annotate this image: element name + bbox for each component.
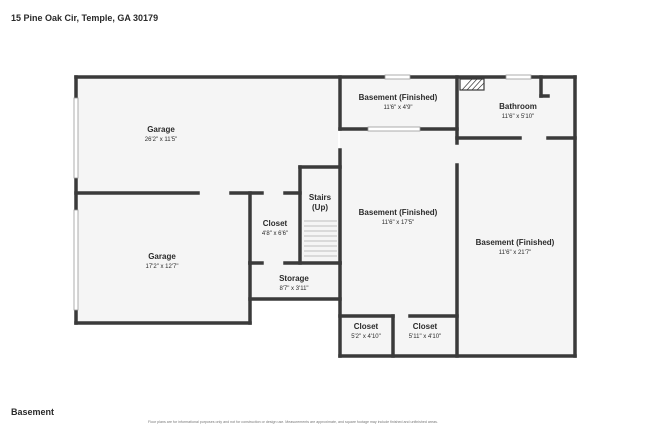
basement-top-name: Basement (Finished) [359, 93, 438, 102]
garage-top-name: Garage [147, 125, 175, 134]
floor-label: Basement [11, 407, 55, 417]
basement-mid-dims: 11'6" x 17'5" [382, 220, 414, 226]
garage-bottom-name: Garage [148, 252, 176, 261]
windows [73, 74, 532, 311]
room-labels: Garage 26'2" x 11'5" Garage 17'2" x 12'7… [145, 93, 555, 340]
bathroom-dims: 11'6" x 5'10" [502, 114, 534, 120]
room-fills [76, 77, 575, 356]
garage-top-dims: 26'2" x 11'5" [145, 137, 177, 143]
garage-bottom-dims: 17'2" x 12'7" [146, 264, 179, 270]
closet-bottom-right-dims: 5'11" x 4'10" [409, 334, 441, 340]
storage-dims: 8'7" x 3'11" [279, 286, 308, 292]
disclaimer-text: Floor plans are for informational purpos… [148, 420, 438, 424]
basement-right-name: Basement (Finished) [476, 238, 555, 247]
closet-bottom-mid-name: Closet [354, 322, 379, 331]
basement-right-dims: 11'6" x 21'7" [499, 250, 531, 256]
basement-mid-name: Basement (Finished) [359, 208, 438, 217]
closet-bottom-right-name: Closet [413, 322, 438, 331]
storage-name: Storage [279, 274, 309, 283]
bathroom-fixture [459, 78, 485, 91]
page-title: 15 Pine Oak Cir, Temple, GA 30179 [11, 13, 159, 23]
closet-left-name: Closet [263, 219, 288, 228]
basement-top-dims: 11'6" x 4'9" [383, 105, 412, 111]
walls [74, 75, 577, 358]
stairs-direction: (Up) [312, 203, 328, 212]
closet-left-dims: 4'8" x 6'6" [262, 231, 288, 237]
stair-treads [304, 220, 337, 257]
closet-bottom-mid-dims: 5'2" x 4'10" [351, 334, 381, 340]
stairs-name: Stairs [309, 193, 332, 202]
bathroom-name: Bathroom [499, 102, 537, 111]
